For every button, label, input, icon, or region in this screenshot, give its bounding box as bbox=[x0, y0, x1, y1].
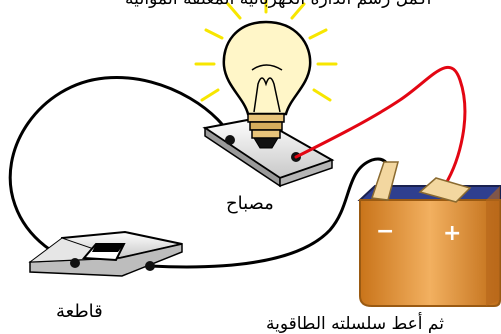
bottom-caption: ثم أعط سلسلته الطاقوية bbox=[266, 314, 444, 334]
wire-lamp-to-switch bbox=[8, 76, 232, 265]
wire-lamp-to-battery bbox=[294, 65, 467, 187]
switch-label: قاطعة bbox=[56, 301, 103, 322]
lightbulb-icon bbox=[222, 20, 312, 149]
lamp-terminal-left bbox=[225, 135, 235, 145]
battery-minus: − bbox=[376, 219, 394, 244]
lamp-glow bbox=[194, 0, 338, 102]
battery-plus: + bbox=[443, 221, 461, 246]
switch-icon bbox=[28, 230, 183, 277]
switch-terminal-right bbox=[145, 261, 155, 271]
top-caption: أكمل رسم الدارة الكهربائية المغلقة الموا… bbox=[125, 0, 431, 9]
battery-icon: − + bbox=[357, 161, 501, 307]
wire-switch-to-battery bbox=[148, 157, 392, 269]
lamp-label: مصباح bbox=[226, 193, 274, 214]
wires-black bbox=[8, 76, 392, 269]
switch-terminal-left bbox=[70, 258, 80, 268]
